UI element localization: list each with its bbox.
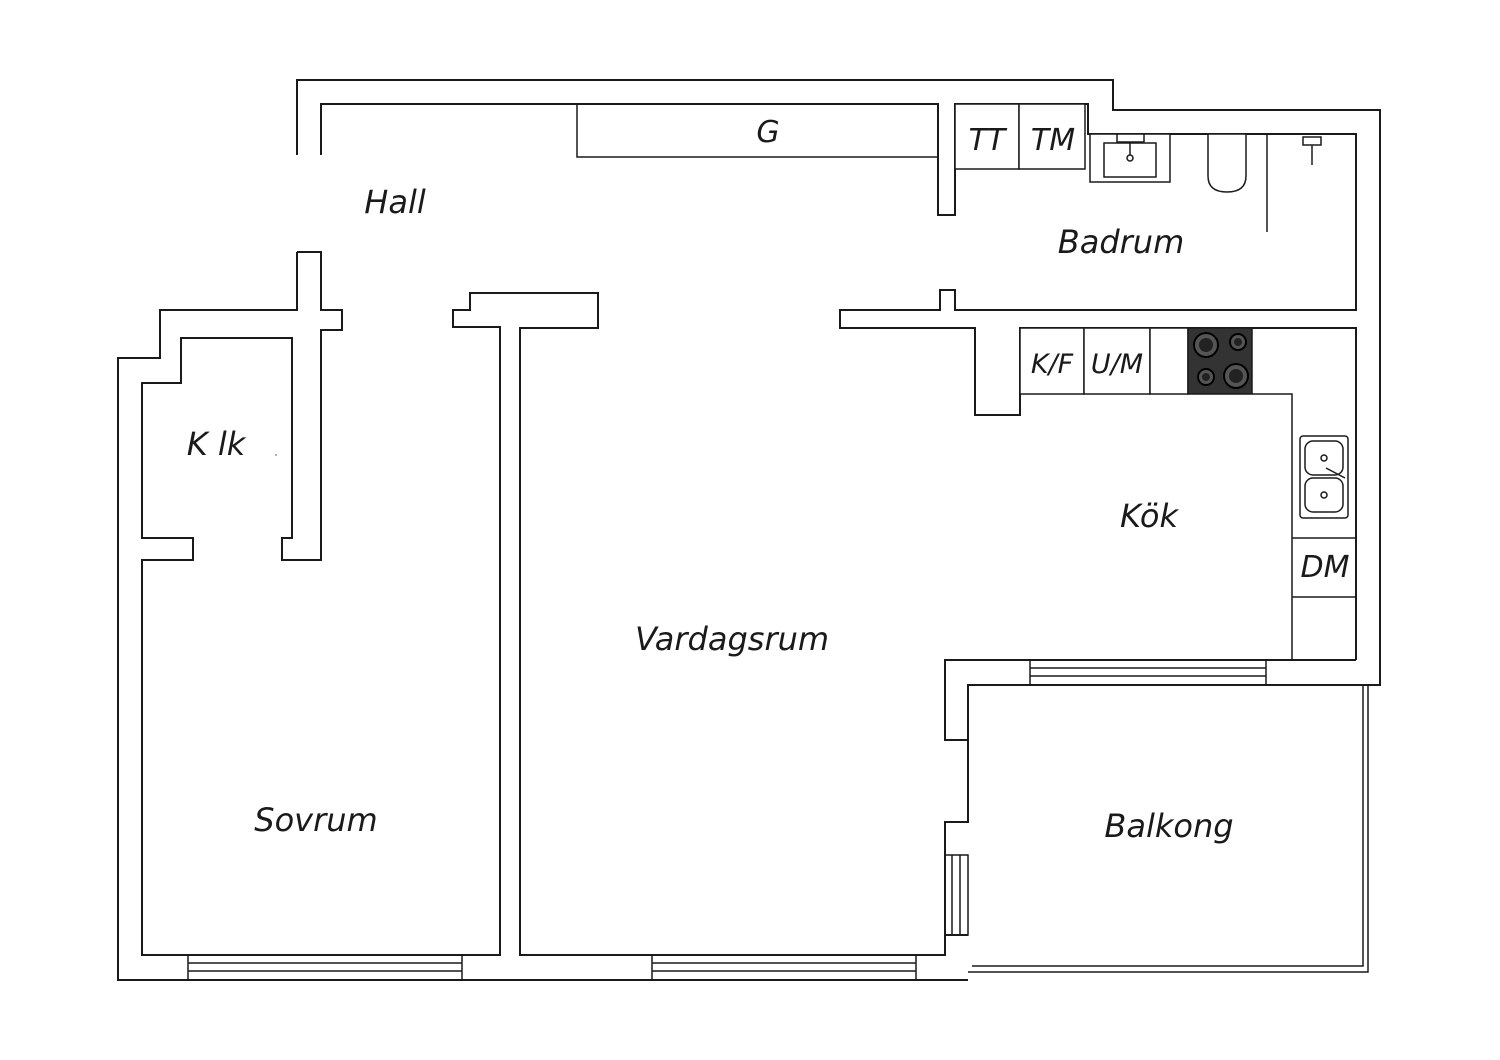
label-hall: Hall bbox=[364, 183, 426, 221]
kf-fridge bbox=[1019, 327, 1085, 395]
label-balkong: Balkong bbox=[1104, 807, 1233, 845]
window-balkong-door bbox=[944, 854, 969, 936]
label-tt: TT bbox=[969, 123, 1008, 158]
label-klk: K lk bbox=[187, 425, 247, 463]
kitchen-fixtures bbox=[1019, 327, 1356, 660]
toilet-icon bbox=[1207, 133, 1247, 193]
stove-icon bbox=[1187, 327, 1253, 395]
label-dm: DM bbox=[1301, 550, 1350, 585]
window-kok bbox=[1029, 659, 1267, 686]
label-badrum: Badrum bbox=[1058, 223, 1184, 261]
label-kf: K/F bbox=[1031, 349, 1074, 380]
bathroom-fixtures bbox=[954, 103, 1322, 232]
label-tm: TM bbox=[1031, 123, 1075, 158]
balcony-outline bbox=[968, 684, 1369, 973]
kitchen-sink-icon bbox=[1299, 435, 1349, 519]
shower-head-icon bbox=[1302, 136, 1322, 165]
fixture-labels: G TT TM K/F U/M DM bbox=[756, 115, 1349, 585]
wardrobe-g bbox=[576, 103, 939, 158]
windows bbox=[187, 659, 1267, 981]
label-kok: Kök bbox=[1120, 497, 1179, 535]
label-vardagsrum: Vardagsrum bbox=[635, 620, 829, 658]
window-sovrum bbox=[187, 954, 463, 981]
label-um: U/M bbox=[1091, 349, 1143, 380]
window-vardagsrum bbox=[651, 954, 917, 981]
room-labels: Hall Badrum K lk Kök Vardagsrum Sovrum B… bbox=[187, 183, 1234, 845]
dot-mark bbox=[275, 454, 277, 456]
outer-walls bbox=[117, 79, 1381, 981]
label-g: G bbox=[756, 115, 779, 150]
label-sovrum: Sovrum bbox=[254, 801, 377, 839]
tm-cabinet bbox=[1018, 103, 1086, 170]
